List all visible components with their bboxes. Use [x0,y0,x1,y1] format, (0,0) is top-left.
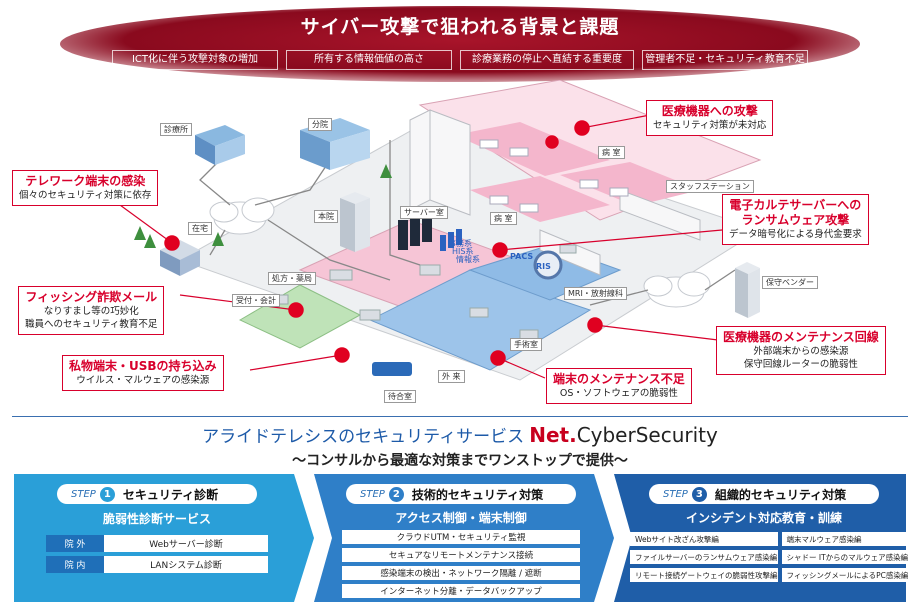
step-number: 2 [388,486,404,502]
step-sub: インシデント対応教育・訓練 [685,511,842,525]
callout-title: 電子カルテサーバーへの [729,198,862,212]
hospital-network-diagram [119,80,762,381]
place-label-ward: 病 室 [490,212,517,225]
callout-sub: なりすまし等の巧妙化 [43,306,139,317]
system-label: PACS [510,252,534,261]
vendor-building-icon [735,262,760,318]
callout-sub: 外部端末からの感染源 [753,346,849,357]
step-number: 1 [99,486,115,502]
system-label: RIS [536,262,551,271]
place-label-hospital: 本院 [314,210,338,223]
step-name: セキュリティ診断 [122,487,219,502]
step-2-header: STEP 2 技術的セキュリティ対策 [346,484,576,504]
step-1-header: STEP 1 セキュリティ診断 [57,484,257,504]
step-2-panel: STEP 2 技術的セキュリティ対策 アクセス制御・端末制御 クラウドUTM・セ… [330,474,592,602]
banner-tag: ICT化に伴う攻撃対象の増加 [112,50,278,70]
place-label-staff-station: スタッフステーション [666,180,754,193]
callout-terminal-maintenance: 端末のメンテナンス不足 OS・ソフトウェアの脆弱性 [546,368,692,404]
place-label-ward: 病 室 [598,146,625,159]
place-label-surgery: 手術室 [510,338,542,351]
place-label-reception: 受付・会計 [232,294,280,307]
callout-title: フィッシング詐欺メール [25,290,158,304]
outpatient-floor [368,269,592,371]
callout-usb: 私物端末・USBの持ち込み ウイルス・マルウェアの感染源 [62,355,224,391]
step-number: 3 [691,486,707,502]
step-name: 組織的セキュリティ対策 [714,487,847,502]
measure-item: クラウドUTM・セキュリティ監視 [342,530,580,544]
system-label: 情報系 [456,255,480,264]
callout-sub: OS・ソフトウェアの脆弱性 [559,388,678,399]
diagnosis-row: 院 外 Webサーバー診断 [46,535,268,552]
banner-title: サイバー攻撃で狙われる背景と課題 [300,16,620,38]
measure-item: インターネット分離・データバックアップ [342,584,580,598]
training-item: ファイルサーバーのランサムウェア感染編 [630,550,778,564]
callout-sub: 個々のセキュリティ対策に依存 [19,190,152,201]
step-3-header: STEP 3 組織的セキュリティ対策 [649,484,879,504]
section-divider [12,416,908,417]
step-name: 技術的セキュリティ対策 [411,487,544,502]
step-1-panel: STEP 1 セキュリティ診断 脆弱性診断サービス 院 外 Webサーバー診断 … [24,474,290,602]
place-label-vendor: 保守ベンダー [762,276,818,289]
step-label: STEP [360,488,385,500]
callout-title: 医療機器のメンテナンス回線 [723,330,879,344]
place-label-clinic: 診療所 [160,123,192,136]
callout-title: ランサムウェア攻撃 [741,213,850,227]
callout-sub: ウイルス・マルウェアの感染源 [76,375,210,386]
brand-net: Net. [529,423,577,447]
place-label-server-room: サーバー室 [400,206,448,219]
training-item: リモート接続ゲートウェイの脆弱性攻撃編 [630,568,778,582]
step-sub: 脆弱性診断サービス [102,512,211,526]
callout-title: 私物端末・USBの持ち込み [69,359,217,373]
diagnosis-row: 院 内 LANシステム診断 [46,556,268,573]
branch-building-icon [300,118,370,170]
training-item: シャドー ITからのマルウェア感染編 [781,550,909,564]
callout-phishing: フィッシング詐欺メール なりすまし等の巧妙化 職員へのセキュリティ教育不足 [18,286,165,335]
measure-item: 感染端末の検出・ネットワーク隔離 / 遮断 [342,566,580,580]
training-item: フィッシングメールによるPC感染編 [781,568,909,582]
place-label-home: 在宅 [188,222,212,235]
place-label-pharmacy: 処方・薬局 [268,272,316,285]
training-item: 端末マルウェア感染編 [781,532,909,546]
banner-tag: 診療業務の停止へ直結する重要度 [460,50,634,70]
banner-tag: 管理者不足・セキュリティ教育不足 [642,50,808,70]
step-3-panel: STEP 3 組織的セキュリティ対策 インシデント対応教育・訓練 Webサイト改… [624,474,909,602]
step-label: STEP [71,488,96,500]
brand-cybersecurity: CyberSecurity [576,423,718,447]
main-hospital-tower-icon [340,192,370,252]
measure-item: セキュアなリモートメンテナンス接続 [342,548,580,562]
place-label-waiting: 待合室 [384,390,416,403]
callout-ehr-ransomware: 電子カルテサーバーへの ランサムウェア攻撃 データ暗号化による身代金要求 [722,194,869,245]
callout-sub: 職員へのセキュリティ教育不足 [25,319,158,330]
row-value: LANシステム診断 [104,556,268,573]
step-sub: アクセス制御・端末制御 [395,511,527,525]
callout-sub: 保守回線ルーターの脆弱性 [743,359,858,370]
step-label: STEP [663,488,688,500]
callout-sub: セキュリティ対策が未対応 [653,120,767,131]
banner-tag: 所有する情報価値の高さ [286,50,452,70]
callout-medical-device-attack: 医療機器への攻撃 セキュリティ対策が未対応 [646,100,774,136]
callout-telework: テレワーク端末の感染 個々のセキュリティ対策に依存 [12,170,159,206]
place-label-branch: 分院 [308,118,332,131]
row-key: 院 外 [46,535,104,552]
clinic-building-icon [195,125,245,165]
place-label-mri: MRI・放射線科 [564,287,627,300]
banner-background [60,6,860,82]
callout-sub: データ暗号化による身代金要求 [729,229,862,240]
service-subtitle: 〜コンサルから最適な対策までワンストップで提供〜 [292,453,628,469]
callout-title: 端末のメンテナンス不足 [553,372,685,386]
system-label: HIS系 [452,247,474,256]
callout-maintenance-line: 医療機器のメンテナンス回線 外部端末からの感染源 保守回線ルーターの脆弱性 [716,326,886,375]
place-label-outpatient: 外 来 [438,370,465,383]
threat-burst-icon [164,120,603,366]
row-value: Webサーバー診断 [104,535,268,552]
row-key: 院 内 [46,556,104,573]
callout-title: テレワーク端末の感染 [25,174,146,188]
system-label: 事務系 [448,239,472,248]
training-item: Webサイト改ざん攻撃編 [630,532,778,546]
service-title-text: アライドテレシスのセキュリティサービス [202,427,525,447]
callout-title: 医療機器への攻撃 [661,104,758,118]
service-title: アライドテレシスのセキュリティサービス Net.CyberSecurity [0,422,920,447]
